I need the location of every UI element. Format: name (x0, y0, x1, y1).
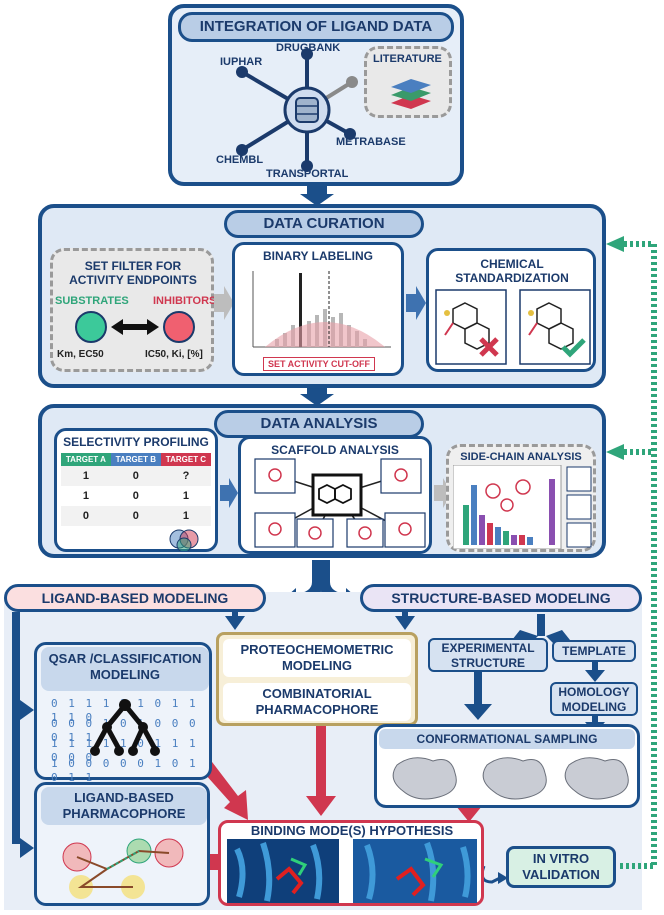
source-transportal: TRANSPORTAL (266, 168, 349, 180)
decision-tree-icon (90, 699, 160, 756)
binary-labeling-title: BINARY LABELING (262, 249, 373, 263)
inhibitor-metrics: IC50, Ki, [%] (145, 349, 203, 360)
qsar-card: QSAR /CLASSIFICATION MODELING 0 1 1 1 1 … (34, 642, 212, 784)
conformational-card: CONFORMATIONAL SAMPLING (374, 724, 640, 808)
source-drugbank: DRUGBANK (276, 42, 341, 54)
cell-r2-a: 1 (82, 490, 89, 502)
pharmacophore-model-icon (62, 838, 184, 899)
binary-row-3: 1 1 1 1 1 0 1 1 1 0 0 0 (51, 737, 198, 764)
cutoff-label: SET ACTIVITY CUT-OFF (263, 357, 375, 371)
protein-conformations (392, 757, 629, 800)
target-c-header: TARGET C (160, 453, 211, 466)
books-icon (391, 79, 431, 109)
integration-panel: INTEGRATION OF LIGAND DATA IUPHAR DRUGBA… (168, 4, 464, 186)
conformational-title: CONFORMATIONAL SAMPLING (379, 729, 635, 749)
cell-r3-c: 1 (182, 510, 189, 522)
venn-icon (169, 529, 199, 551)
source-chembl: CHEMBL (216, 154, 264, 166)
experimental-structure-box: EXPERIMENTAL STRUCTURE (428, 638, 548, 672)
selectivity-card: SELECTIVITY PROFILING TARGET A TARGET B … (54, 428, 218, 552)
feedback-arrows (606, 236, 657, 869)
inhibitors-label: INHIBITORS (153, 295, 217, 307)
scaffold-network (254, 458, 426, 548)
cell-r1-b: 0 (132, 470, 139, 482)
in-vitro-validation-box: IN VITRO VALIDATION (506, 846, 616, 888)
source-metrabase: METRABASE (336, 136, 406, 148)
arrow-selectivity-to-scaffold (220, 478, 238, 508)
activity-histogram (252, 271, 391, 348)
arrow-binary-to-standardization (406, 286, 426, 320)
substrate-inhibitor-icon (75, 311, 195, 343)
standardization-card: CHEMICAL STANDARDIZATION (426, 248, 596, 372)
literature-label: LITERATURE (373, 53, 442, 65)
cell-r3-b: 0 (132, 510, 139, 522)
binding-mode-box: BINDING MODE(S) HYPOTHESIS (218, 820, 484, 906)
arrow-filter-to-binary (214, 286, 234, 320)
pharmacophore-card: LIGAND-BASED PHARMACOPHORE (34, 782, 210, 906)
scaffold-card: SCAFFOLD ANALYSIS (238, 436, 432, 554)
cell-r1-c: ? (182, 470, 190, 482)
literature-card: LITERATURE (364, 46, 452, 118)
source-iuphar: IUPHAR (220, 56, 263, 68)
analysis-title: DATA ANALYSIS (214, 410, 424, 438)
database-hub-diagram (236, 48, 358, 172)
curation-panel: DATA CURATION SET FILTER FOR ACTIVITY EN… (38, 204, 606, 388)
homology-modeling-box: HOMOLOGY MODELING (550, 682, 638, 716)
standardization-title: CHEMICAL STANDARDIZATION (455, 257, 569, 285)
selectivity-title: SELECTIVITY PROFILING (63, 435, 209, 449)
filter-title: SET FILTER FOR ACTIVITY ENDPOINTS (69, 259, 197, 287)
binding-pose-images (227, 839, 477, 903)
arrow-curation-to-analysis (300, 386, 334, 406)
structure-based-header: STRUCTURE-BASED MODELING (360, 584, 642, 612)
target-a-header: TARGET A (61, 453, 111, 466)
arrow-integration-to-curation (300, 186, 334, 206)
substrates-label: SUBSTRATES (55, 295, 129, 307)
template-box: TEMPLATE (552, 640, 636, 662)
curation-title: DATA CURATION (224, 210, 424, 238)
selectivity-table: TARGET A TARGET B TARGET C 1 0 ? 1 0 1 0… (61, 453, 211, 526)
cell-r2-c: 1 (182, 490, 189, 502)
pharmacophore-title: LIGAND-BASED PHARMACOPHORE (41, 787, 207, 825)
sidechain-title: SIDE-CHAIN ANALYSIS (460, 451, 582, 463)
scaffold-title: SCAFFOLD ANALYSIS (271, 443, 399, 457)
filter-card: SET FILTER FOR ACTIVITY ENDPOINTS SUBSTR… (50, 248, 217, 372)
molecule-after-icon (519, 289, 591, 365)
cell-r3-a: 0 (82, 510, 89, 522)
substrate-metrics: Km, EC50 (57, 349, 104, 360)
combinatorial-label: COMBINATORIAL PHARMACOPHORE (223, 683, 411, 721)
molecule-before-icon (435, 289, 507, 365)
proteochemometric-box: PROTEOCHEMOMETRIC MODELING COMBINATORIAL… (216, 632, 418, 726)
binding-mode-title: BINDING MODE(S) HYPOTHESIS (250, 823, 454, 838)
integration-title: INTEGRATION OF LIGAND DATA (178, 12, 454, 42)
cell-r2-b: 0 (132, 490, 139, 502)
sidechain-chart (453, 465, 592, 549)
target-b-header: TARGET B (110, 453, 161, 466)
binary-row-4: 1 0 0 0 0 0 1 0 1 0 1 1 (51, 757, 198, 784)
ligand-based-header: LIGAND-BASED MODELING (4, 584, 266, 612)
proteochemometric-label: PROTEOCHEMOMETRIC MODELING (223, 639, 411, 677)
analysis-panel: DATA ANALYSIS SELECTIVITY PROFILING TARG… (38, 404, 606, 558)
sidechain-card: SIDE-CHAIN ANALYSIS (446, 444, 596, 552)
binary-labeling-card: BINARY LABELING SET ACTIVITY CUT-OFF (232, 242, 404, 376)
binary-row-2: 0 0 0 1 0 1 0 0 0 0 1 1 (51, 717, 198, 744)
qsar-title: QSAR /CLASSIFICATION MODELING (41, 647, 209, 691)
cell-r1-a: 1 (82, 470, 89, 482)
